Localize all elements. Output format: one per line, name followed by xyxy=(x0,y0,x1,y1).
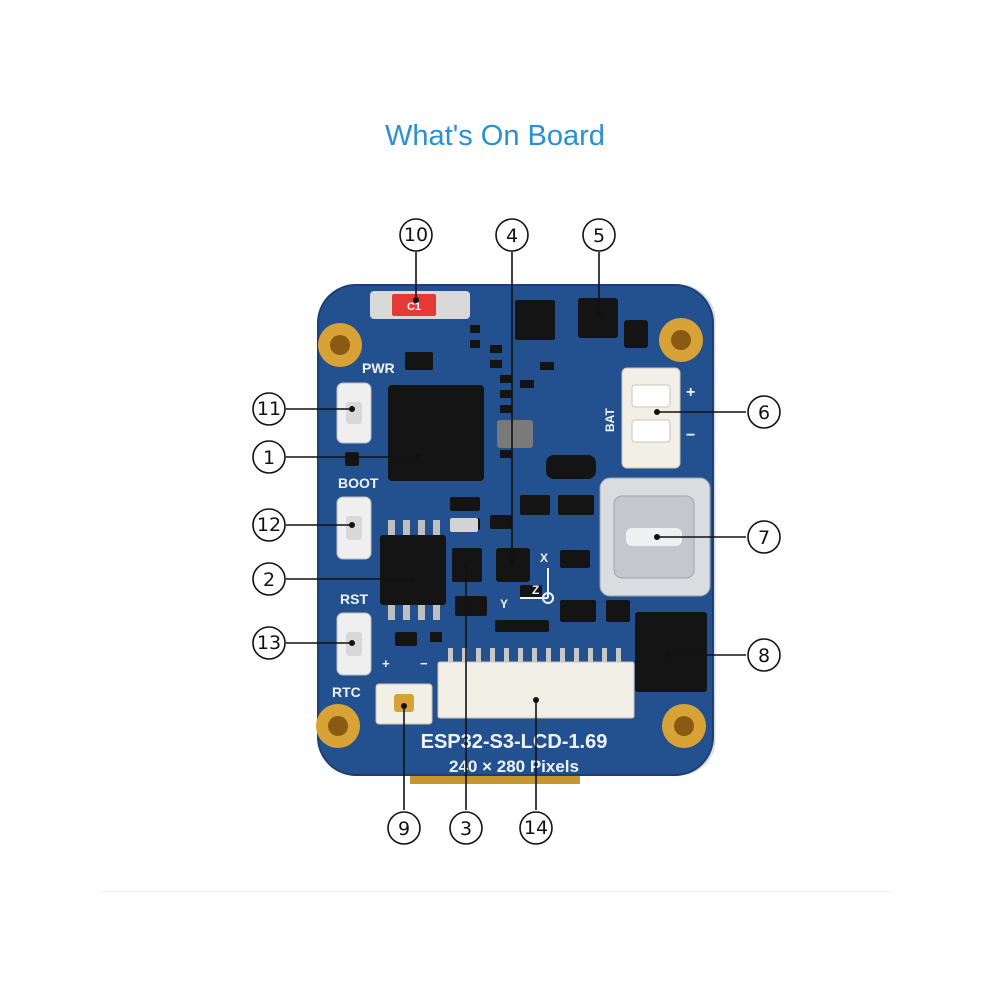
rtc-label: RTC xyxy=(332,684,361,700)
svg-text:12: 12 xyxy=(257,514,281,536)
svg-text:11: 11 xyxy=(257,398,281,420)
callout-8: 8 xyxy=(747,638,781,672)
mount-hole-tr xyxy=(659,318,703,362)
speaker-connector xyxy=(635,612,707,692)
svg-text:13: 13 xyxy=(257,632,281,654)
battery-header xyxy=(621,367,681,469)
svg-text:7: 7 xyxy=(758,527,770,549)
callout-2: 2 xyxy=(252,562,286,596)
svg-text:C1: C1 xyxy=(407,301,421,313)
svg-text:5: 5 xyxy=(593,225,605,247)
callout-13: 13 xyxy=(252,626,286,660)
svg-text:9: 9 xyxy=(398,818,410,840)
rst-label: RST xyxy=(340,591,368,607)
axis-y-label: Y xyxy=(500,597,508,611)
callout-14: 14 xyxy=(519,811,553,845)
smd-components xyxy=(345,300,630,646)
rtc-plus-label: + xyxy=(382,656,390,671)
bat-minus-label: − xyxy=(686,427,695,444)
esp32-s3-chip xyxy=(388,385,484,481)
svg-text:10: 10 xyxy=(404,224,428,246)
board-resolution: 240 × 280 Pixels xyxy=(449,757,579,776)
callout-9: 9 xyxy=(387,811,421,845)
mount-hole-tl xyxy=(318,323,362,367)
rtc-chip xyxy=(578,298,618,338)
axis-x-label: X xyxy=(540,551,548,565)
svg-text:8: 8 xyxy=(758,645,770,667)
crystal xyxy=(497,420,533,448)
callout-7: 7 xyxy=(747,520,781,554)
bat-plus-label: + xyxy=(686,384,695,401)
page-title: What's On Board xyxy=(385,120,605,152)
board-name: ESP32-S3-LCD-1.69 xyxy=(421,731,608,753)
callout-3: 3 xyxy=(449,811,483,845)
mount-hole-br xyxy=(662,704,706,748)
bat-label: BAT xyxy=(603,408,617,432)
callout-10: 10 xyxy=(399,218,433,252)
leader-dots xyxy=(349,297,671,709)
svg-text:4: 4 xyxy=(506,225,518,247)
leader-lines xyxy=(286,252,746,810)
bottom-divider xyxy=(98,891,894,892)
svg-text:2: 2 xyxy=(263,569,275,591)
svg-text:3: 3 xyxy=(460,818,472,840)
svg-text:6: 6 xyxy=(758,402,770,424)
callout-6: 6 xyxy=(747,395,781,429)
callout-12: 12 xyxy=(252,508,286,542)
svg-text:1: 1 xyxy=(263,447,275,469)
mount-hole-bl xyxy=(316,704,360,748)
callout-4: 4 xyxy=(495,218,529,252)
callout-1: 1 xyxy=(252,440,286,474)
red-switch xyxy=(392,294,436,316)
svg-text:14: 14 xyxy=(524,817,548,839)
pwr-label: PWR xyxy=(362,360,395,376)
callout-5: 5 xyxy=(582,218,616,252)
boot-label: BOOT xyxy=(338,475,379,491)
axis-z-label: Z xyxy=(532,583,539,597)
callout-11: 11 xyxy=(252,392,286,426)
rtc-minus-label: − xyxy=(420,656,428,671)
flash-chip xyxy=(380,535,446,605)
